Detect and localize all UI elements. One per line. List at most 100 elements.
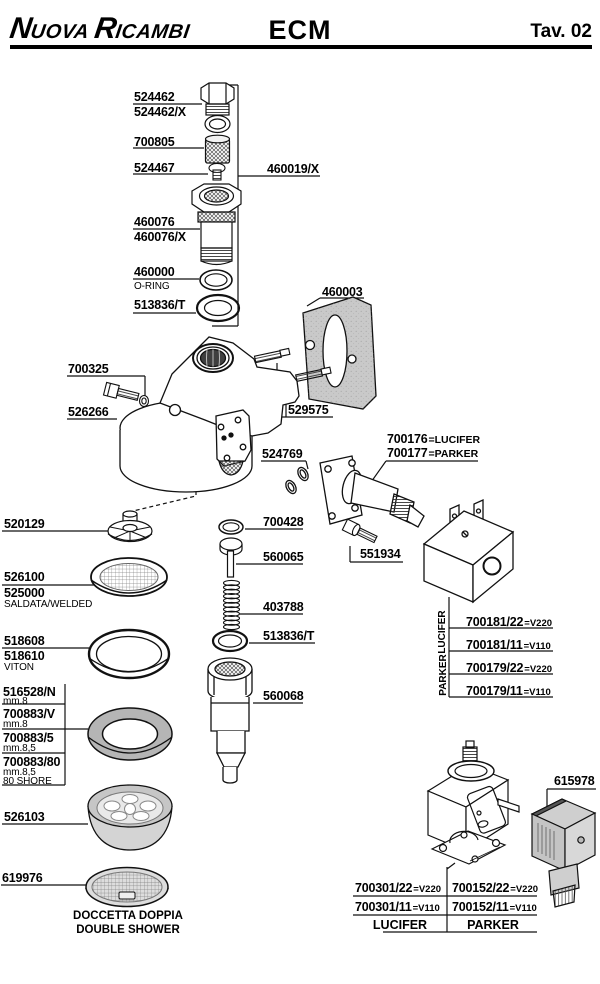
valve-code: 700152/11 [452, 900, 509, 914]
part-label-524467: 524467 [134, 161, 175, 175]
part-label-560065: 560065 [263, 550, 304, 564]
part-drawing-520129 [107, 510, 153, 543]
part-drawing-403788 [222, 579, 241, 631]
valve-row-700301-11: 700301/11=V110 [355, 901, 440, 914]
part-label-526100: 526100 [4, 570, 45, 584]
coil-code: 700181/11 [466, 638, 523, 652]
part-label-520129: 520129 [4, 517, 45, 531]
valve-row-700301-22: 700301/22=V220 [355, 882, 441, 895]
valve-voltage: =V220 [510, 884, 539, 895]
part-drawing-700883-gasket [87, 707, 173, 761]
valve-code: 700301/22 [355, 881, 413, 895]
part-label-700883-80: 700883/80 [3, 755, 61, 769]
valve-row-700152-22: 700152/22=V220 [452, 882, 538, 895]
part-label-526103: 526103 [4, 810, 45, 824]
coil-drawing [422, 498, 515, 604]
part-label-619976: 619976 [2, 871, 43, 885]
part-label-700177: 700177=PARKER [387, 447, 478, 460]
valve-voltage: =V220 [413, 884, 442, 895]
part-label-700883v: 700883/V [3, 707, 55, 721]
part-drawing-526100 [90, 557, 168, 597]
part-drawing-524462 [200, 82, 235, 134]
part-label-700805: 700805 [134, 135, 175, 149]
valve-voltage: =V110 [412, 903, 440, 914]
part-drawing-513836T [195, 293, 241, 323]
part-drawing-518608 [87, 628, 171, 680]
part-label-513836t: 513836/T [134, 298, 186, 312]
part-sublabel-oring: O-RING [134, 281, 170, 292]
group-head-drawing [119, 336, 300, 493]
coil-row-700181-22: 700181/22=V220 [466, 616, 552, 629]
valve-assembly-drawing [426, 740, 520, 865]
part-label-460019x: 460019/X [267, 162, 319, 176]
part-sublabel-700883-80b: 80 SHORE [3, 776, 52, 787]
part-label-560068: 560068 [263, 689, 304, 703]
part-label-460000: 460000 [134, 265, 175, 279]
part-drawing-551934 [341, 518, 378, 544]
part-drawing-524467 [208, 162, 226, 181]
part-drawing-700325 [102, 381, 140, 401]
part-label-524769: 524769 [262, 447, 303, 461]
header-rule [10, 45, 592, 49]
coil-brand-parker: PARKER [437, 654, 449, 696]
leader-lines [1, 84, 596, 933]
caption-doccetta: DOCCETTA DOPPIA DOUBLE SHOWER [53, 910, 203, 938]
part-label-518610: 518610 [4, 649, 45, 663]
part-drawing-460003 [302, 296, 377, 410]
coil-code: 700179/22 [466, 661, 524, 675]
connector-drawing-615978 [530, 798, 597, 908]
part-sublabel-viton: VITON [4, 662, 34, 673]
part-label-513836t-2: 513836/T [263, 629, 315, 643]
page-title: ECM [268, 15, 332, 45]
coil-voltage: =V220 [524, 664, 553, 675]
coil-code: 700181/22 [466, 615, 524, 629]
coil-code: 700179/11 [466, 684, 523, 698]
part-label-460076: 460076 [134, 215, 175, 229]
part-sublabel-516528n: mm.8 [3, 696, 28, 707]
part-drawing-560068 [207, 657, 253, 784]
part-label-516528n: 516528/N [3, 685, 56, 699]
caption-line-english: DOUBLE SHOWER [76, 923, 180, 936]
coil-row-700179-11: 700179/11=V110 [466, 685, 551, 698]
part-label-700176: 700176=LUCIFER [387, 433, 480, 446]
part-label-700883-5: 700883/5 [3, 731, 54, 745]
part-label-403788: 403788 [263, 600, 304, 614]
valve-code: 700301/11 [355, 900, 412, 914]
part-label-524462: 524462 [134, 90, 175, 104]
part-sublabel-700883-80a: mm.8,5 [3, 767, 36, 778]
valve-brand-lucifer: LUCIFER [372, 918, 428, 932]
part-label-700428: 700428 [263, 515, 304, 529]
part-drawing-460000 [199, 269, 233, 291]
caption-line-italian: DOCCETTA DOPPIA [73, 910, 183, 922]
valve-code: 700152/22 [452, 881, 510, 895]
brand-suffix-parker: =PARKER [428, 448, 479, 460]
part-label-460003: 460003 [322, 285, 363, 299]
part-label-700325: 700325 [68, 362, 109, 376]
part-label-525000: 525000 [4, 586, 45, 600]
coil-voltage: =V220 [524, 618, 553, 629]
valve-voltage: =V110 [509, 903, 537, 914]
part-drawing-700805 [204, 134, 231, 164]
part-drawing-560065 [219, 537, 243, 578]
part-label-518608: 518608 [4, 634, 45, 648]
part-sublabel-700883-5: mm.8,5 [3, 743, 36, 754]
part-label-524462x: 524462/X [134, 105, 186, 119]
coil-row-700181-11: 700181/11=V110 [466, 639, 551, 652]
part-sublabel-700883v: mm.8 [3, 719, 28, 730]
part-label-551934: 551934 [360, 547, 401, 561]
part-drawing-529575 [253, 347, 332, 382]
part-drawing-460076 [191, 183, 242, 266]
table-number: Tav. 02 [530, 21, 592, 42]
coil-row-700179-22: 700179/22=V220 [466, 662, 552, 675]
part-code-700177: 700177 [387, 446, 428, 460]
part-drawing-700176-valve [319, 455, 425, 528]
part-label-529575: 529575 [288, 403, 329, 417]
valve-row-700152-11: 700152/11=V110 [452, 901, 537, 914]
brand-suffix-lucifer: =LUCIFER [428, 434, 481, 446]
part-label-615978: 615978 [554, 774, 595, 788]
coil-voltage: =V110 [523, 687, 551, 698]
part-drawing-700428 [218, 519, 244, 535]
part-drawing-619976 [84, 866, 170, 908]
